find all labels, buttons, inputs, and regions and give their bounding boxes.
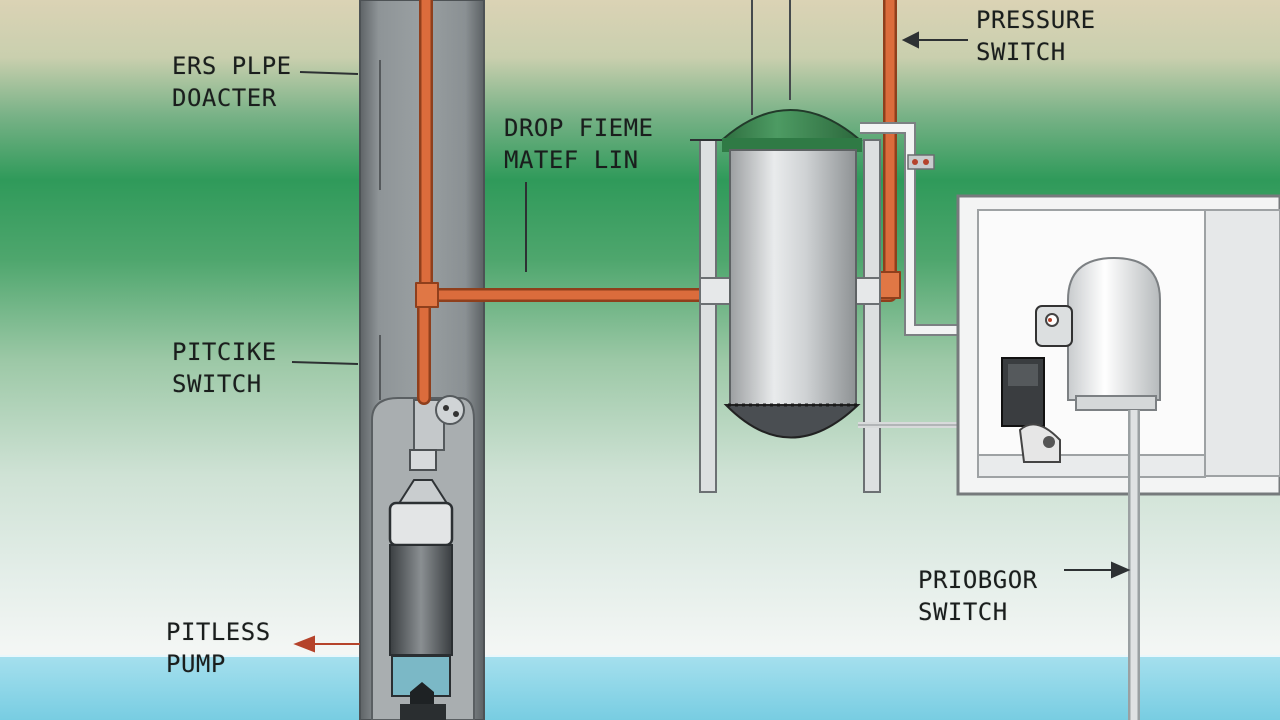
label-priobgor-switch-line1: PRIOBGOR	[918, 566, 1038, 594]
pressure-tank	[699, 0, 960, 493]
label-pressure-switch-line2: SWITCH	[976, 38, 1066, 66]
label-pitcike-switch-line1: PITCIKE	[172, 338, 277, 366]
label-pressure-switch-line1: PRESSURE	[976, 6, 1096, 34]
label-ers-pipe: ERS PLPE DOACTER	[172, 50, 292, 114]
label-ers-pipe-line2: DOACTER	[172, 84, 277, 112]
pitless-pump	[371, 395, 475, 720]
water-table	[0, 655, 1280, 720]
label-ers-pipe-line1: ERS PLPE	[172, 52, 292, 80]
control-box	[956, 194, 1280, 720]
leader-lines	[291, 31, 1131, 653]
label-drop-pipe: DROP FIEME MATEF LIN	[504, 112, 654, 176]
label-pitless-pump: PITLESS PUMP	[166, 616, 271, 680]
drop-pipe	[415, 0, 901, 405]
label-drop-pipe-line2: MATEF LIN	[504, 146, 639, 174]
label-pressure-switch: PRESSURE SWITCH	[976, 4, 1096, 68]
label-pitcike-switch: PITCIKE SWITCH	[172, 336, 277, 400]
label-drop-pipe-line1: DROP FIEME	[504, 114, 654, 142]
label-priobgor-switch: PRIOBGOR SWITCH	[918, 564, 1038, 628]
label-priobgor-switch-line2: SWITCH	[918, 598, 1008, 626]
label-pitless-pump-line2: PUMP	[166, 650, 226, 678]
label-pitless-pump-line1: PITLESS	[166, 618, 271, 646]
label-pitcike-switch-line2: SWITCH	[172, 370, 262, 398]
